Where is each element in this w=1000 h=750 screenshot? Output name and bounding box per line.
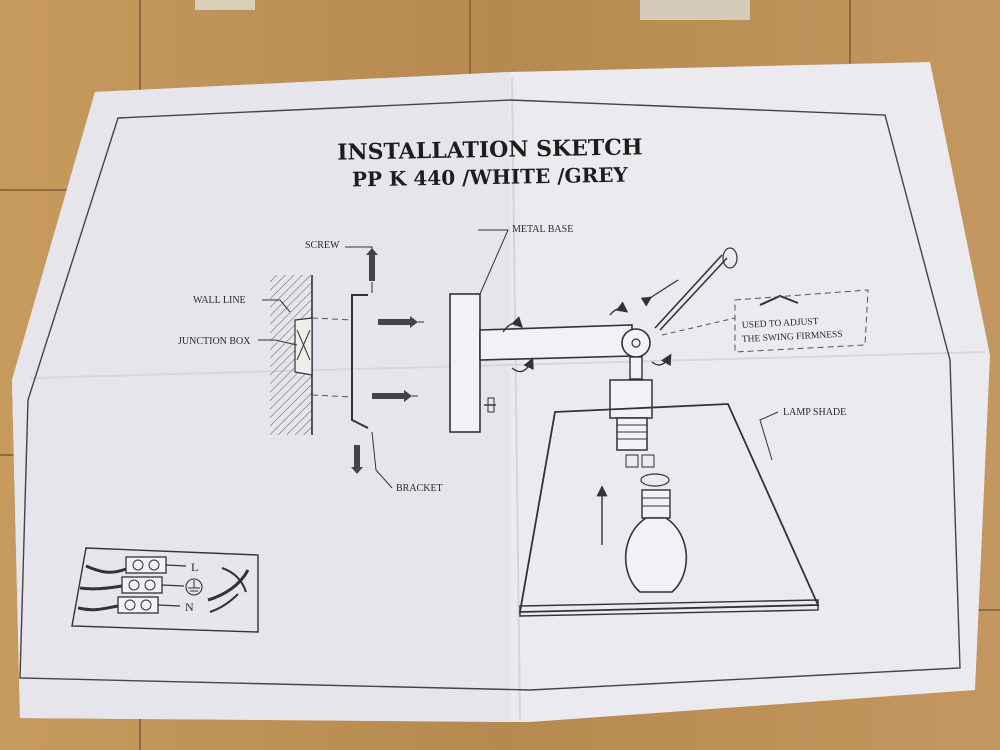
wall-screw-icon — [372, 390, 418, 402]
allen-key-icon — [640, 247, 869, 353]
junction-box-label: JUNCTION BOX — [178, 336, 251, 347]
lamp-shade-shape — [518, 403, 820, 617]
terminal-block-live — [125, 556, 187, 574]
light-bulb-icon — [624, 473, 688, 593]
bracket-label: BRACKET — [396, 483, 443, 494]
bottom-screw-icon — [351, 445, 363, 474]
swing-arm-shape — [479, 324, 651, 380]
metal-base-shape — [449, 293, 496, 433]
rotation-arrow-icon — [502, 301, 672, 373]
lamp-socket-shape — [609, 379, 655, 468]
junction-box-shape — [294, 317, 313, 376]
wall-section — [270, 275, 313, 435]
leader-lines — [258, 229, 779, 489]
adjust-label-line1: USED TO ADJUST — [742, 317, 819, 331]
sheet-title: INSTALLATION SKETCH — [337, 134, 643, 165]
wall-screw-icon — [378, 316, 424, 328]
bracket-shape — [311, 294, 369, 429]
screw-label: SCREW — [305, 240, 340, 251]
lamp-shade-label: LAMP SHADE — [783, 407, 846, 418]
wiring-diagram: L N — [71, 547, 259, 633]
metal-base-label: METAL BASE — [512, 224, 573, 235]
sheet-heading: INSTALLATION SKETCH PP K 440 /WHITE /GRE… — [337, 134, 643, 191]
neutral-terminal-label: N — [185, 600, 194, 614]
earth-ground-icon — [185, 578, 203, 596]
sheet-subtitle: PP K 440 /WHITE /GREY — [352, 163, 629, 192]
live-terminal-label: L — [191, 560, 198, 574]
terminal-block-neutral — [117, 596, 181, 614]
wall-line-label: WALL LINE — [193, 295, 246, 306]
terminal-block-earth — [121, 576, 185, 594]
